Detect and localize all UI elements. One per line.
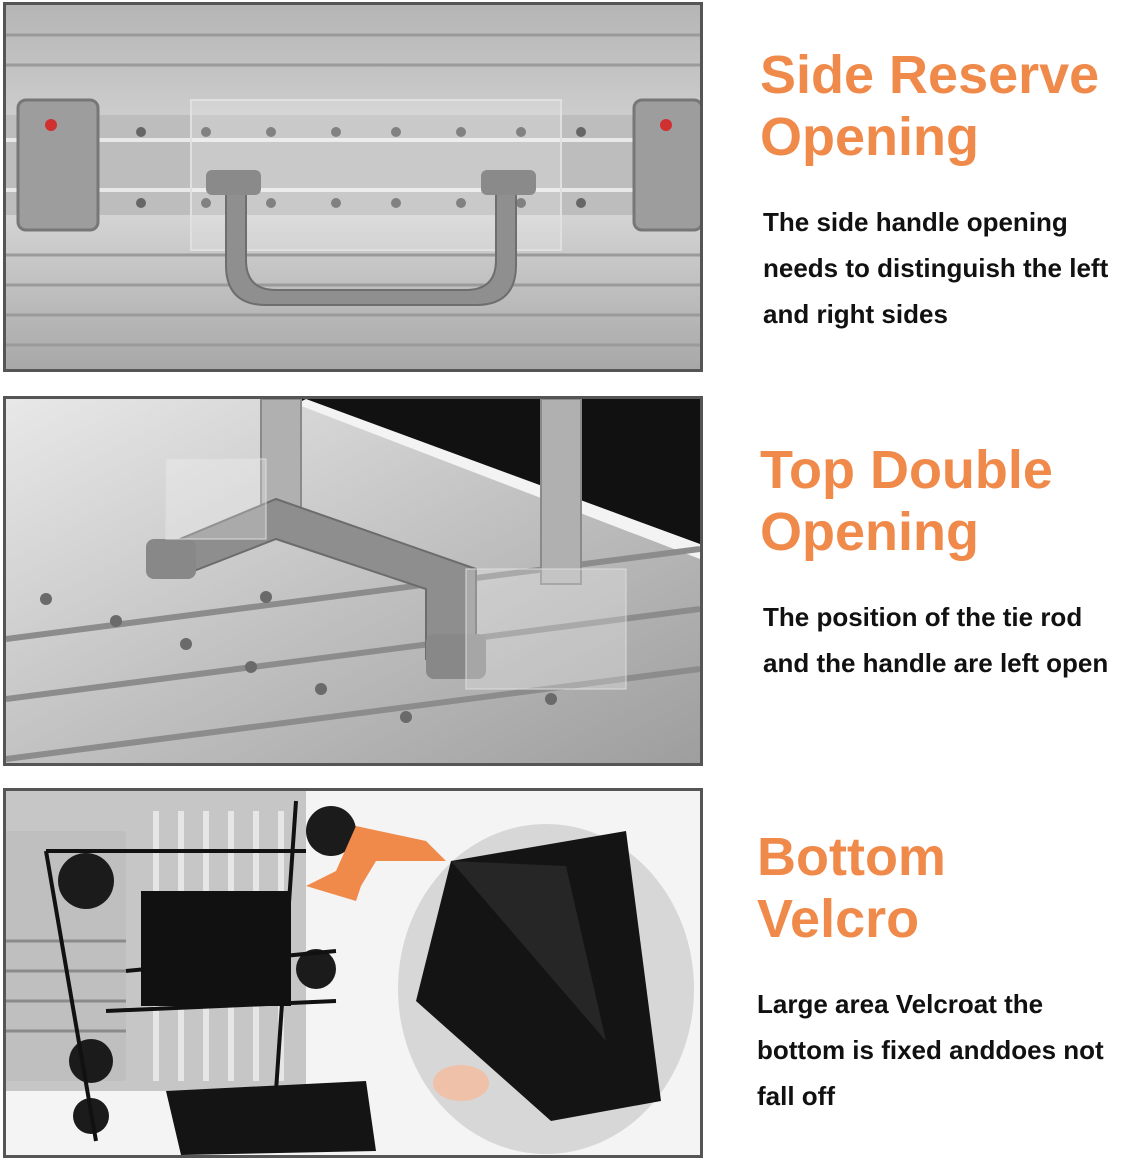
section-description-bottom: Large area Velcroat the bottom is fixed … [757, 989, 1104, 1111]
side-opening-photo [3, 2, 703, 372]
section-title-top-double-opening: Top Double Opening [760, 440, 1053, 562]
section-description-top: The position of the tie rod and the hand… [763, 602, 1109, 678]
top-opening-photo [3, 396, 703, 766]
bottom-velcro-photo [3, 788, 703, 1158]
section-title-side-reserve-opening: Side Reserve Opening [760, 45, 1100, 167]
section-description-side: The side handle opening needs to disting… [763, 207, 1109, 329]
section-title-bottom-velcro: Bottom Velcro [757, 827, 946, 949]
